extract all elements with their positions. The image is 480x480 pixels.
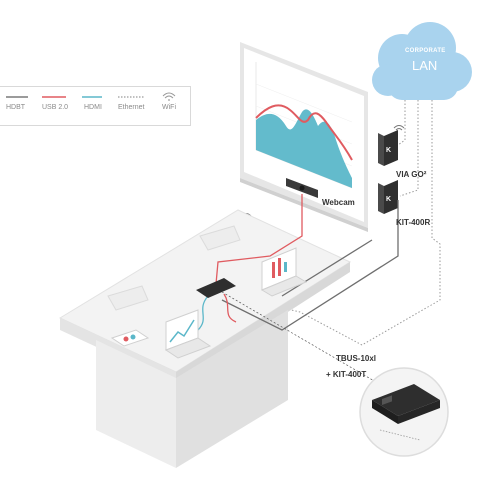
laptop-rear-left	[107, 285, 149, 311]
laptop-rear-right	[260, 247, 308, 297]
tbus-label-line1: TBUS-10xl	[336, 354, 377, 363]
svg-text:K: K	[386, 196, 391, 203]
webcam-label: Webcam	[322, 198, 355, 207]
conference-table	[58, 209, 352, 468]
kit-400r-device: K	[378, 180, 398, 214]
cloud-label-line2: LAN	[412, 58, 438, 73]
screen-chart-red-line	[255, 104, 353, 161]
hdbt-cable	[221, 200, 399, 331]
laptop-rear-center	[199, 225, 241, 251]
corporate-lan-cloud	[372, 22, 472, 100]
tbus-zoom-callout	[359, 367, 449, 457]
via-go-label: VIA GO²	[396, 170, 427, 179]
usb-cable	[215, 194, 303, 285]
display-screen	[240, 42, 368, 232]
hdmi-cable-2	[223, 293, 237, 323]
callout-line	[221, 291, 377, 383]
cloud-label-line1: CORPORATE	[405, 48, 446, 54]
webcam-device	[286, 178, 318, 198]
legend-label-hdmi: HDMI	[84, 104, 102, 111]
screen-chart-blue-area	[256, 109, 352, 188]
kit-400r-label: KIT-400R	[396, 218, 431, 227]
legend-label-hdbt: HDBT	[6, 104, 26, 111]
svg-text:K: K	[386, 147, 391, 154]
laptop-front	[164, 309, 212, 359]
tbus-label-line2: + KIT-400T	[326, 370, 367, 379]
wifi-icon	[162, 92, 176, 101]
legend-box	[0, 86, 191, 126]
tablet-device	[110, 329, 150, 347]
legend-label-ethernet: Ethernet	[118, 104, 145, 111]
via-go-device: K	[378, 130, 398, 166]
ethernet-lines	[229, 100, 441, 346]
screen-chart	[255, 62, 353, 189]
legend-label-wifi: WiFi	[162, 104, 176, 111]
legend-label-usb: USB 2.0	[42, 104, 69, 111]
hdmi-cable	[197, 295, 209, 331]
table-connection-box	[196, 278, 236, 298]
wifi-icon	[393, 125, 405, 131]
hdbt-cable-2	[281, 239, 373, 297]
